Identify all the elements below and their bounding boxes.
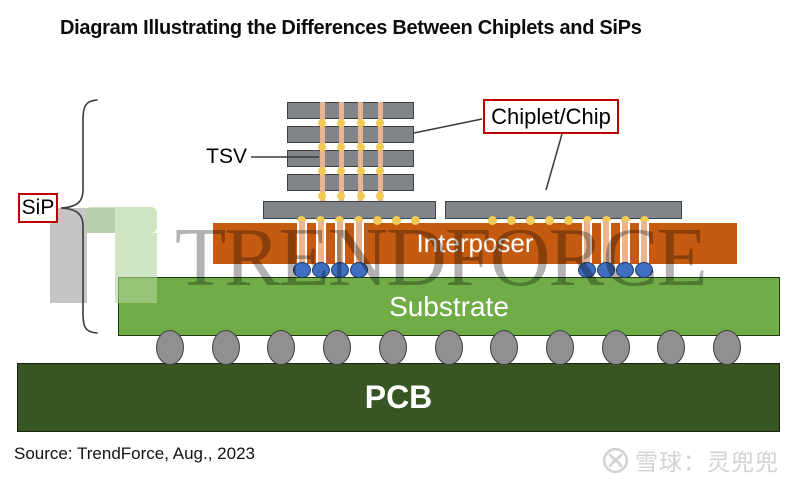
substrate-label: Substrate [389,290,509,322]
flip-chip-bump [330,262,349,278]
stacked-chiplet-die [287,174,414,191]
trendforce-watermark: TRENDFORCE [175,211,708,304]
interposer-via [620,221,630,264]
tsv-bump [356,142,365,151]
flip-chip-bump [311,262,330,278]
tsv-column [338,102,344,201]
tsv-bump [376,118,384,127]
microbump [601,215,611,225]
solder-ball [378,330,407,365]
tsv-bump [356,192,365,200]
tsv-bump [376,192,384,200]
tsv-column [319,102,325,201]
interposer-label: Interposer [416,228,534,258]
tsv-bump [356,166,365,175]
microbump [544,215,554,225]
tsv-column [358,102,363,201]
solder-ball [434,330,463,365]
flip-chip-bump [349,262,368,278]
tsv-bump [337,118,345,127]
source-note: Source: TrendForce, Aug., 2023 [14,444,255,463]
tsv-bump [337,142,345,151]
tsv-bump [376,142,384,151]
tsv-bump [318,192,326,200]
microbump [620,215,630,225]
microbump [525,215,535,225]
microbump [335,215,344,225]
microbump [392,215,401,225]
microbump [487,215,497,225]
chiplet-chip-callout: Chiplet/Chip [483,99,619,134]
xueqiu-logo-icon [602,447,629,473]
interposer-via [582,221,592,264]
chiplet-chip-label: Chiplet/Chip [491,103,611,129]
microbump [411,215,420,225]
sip-label: SiP [21,196,55,219]
solder-ball [156,330,184,365]
solder-ball [323,330,352,365]
solder-ball [657,330,686,365]
tsv-bump [337,192,345,200]
page-title: Diagram Illustrating the Differences Bet… [60,17,642,39]
flip-chip-bump [635,262,653,278]
solder-ball [211,330,240,365]
microbump [639,215,649,225]
microbump [563,215,573,225]
tsv-bump [337,166,345,175]
flip-chip-bump [616,262,634,278]
interposer-via [639,221,649,264]
tsv-label: TSV [206,145,247,168]
pcb-bar: PCB [17,363,780,432]
interposer-via [353,221,364,264]
solder-ball [267,330,296,365]
solder-ball [545,330,574,365]
microbump [316,215,325,225]
stacked-chiplet-die [287,150,414,167]
interposer-via [296,221,307,264]
tsv-bump [318,118,326,127]
flip-chip-bump [292,262,311,278]
microbump [373,215,382,225]
flip-chip-bump [578,262,596,278]
microbump [506,215,516,225]
interposer-via [601,221,611,264]
tsv-column [377,102,383,201]
flip-chip-bump [597,262,615,278]
tsv-bump [376,166,384,175]
microbump [354,215,363,225]
solder-ball [713,330,741,365]
trendforce-logo-icon [115,233,157,303]
interposer-via [334,221,345,264]
tsv-bump [318,166,326,175]
solder-ball [601,330,630,365]
microbump [582,215,592,225]
interposer-via [315,221,326,264]
trendforce-logo-icon [50,233,87,303]
sip-callout: SiP [18,193,58,223]
solder-ball [490,330,519,365]
pcb-label: PCB [364,379,433,415]
credit-text: 雪球：灵兜兜 [635,449,779,475]
tsv-bump [318,142,326,151]
base-die-chip [263,201,436,219]
microbump [297,215,306,225]
stacked-chiplet-die [287,102,414,119]
tsv-bump [356,118,365,127]
stacked-chiplet-die [287,126,414,143]
trendforce-logo-icon [85,207,157,233]
credit-watermark: 雪球：灵兜兜 [602,443,779,477]
